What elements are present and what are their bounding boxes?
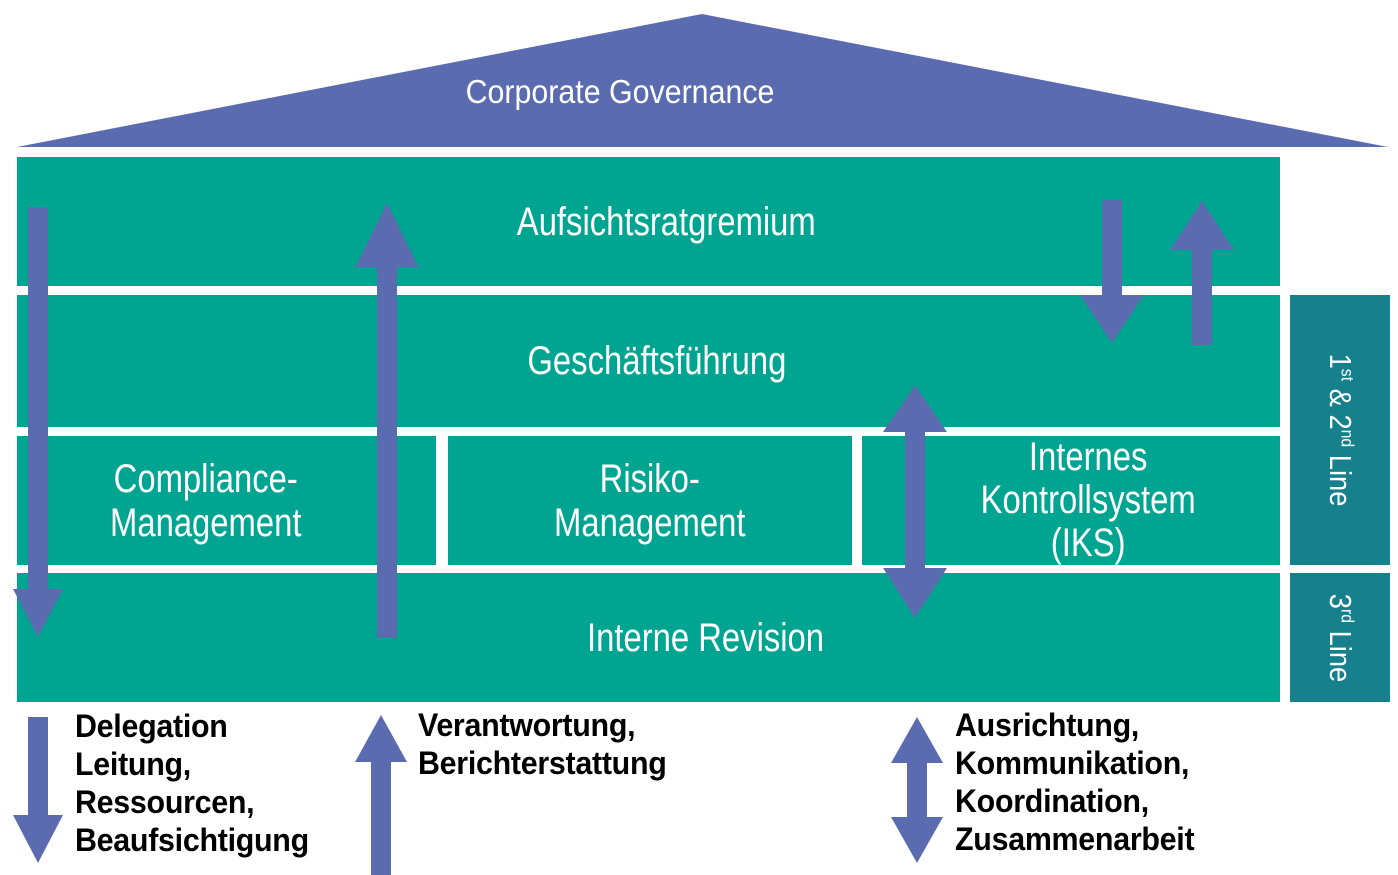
board-row: Aufsichtsratgremium — [17, 157, 1280, 286]
legend-coordination-text: Ausrichtung, Kommunikation, Koordination… — [955, 707, 1195, 857]
iks-label: Internes Kontrollsystem (IKS) — [980, 435, 1196, 565]
sidebar-line-3-label: 3rd Line — [1322, 593, 1358, 681]
legend-reporting-text: Verantwortung, Berichterstattung — [418, 707, 667, 781]
compliance-box: Compliance- Management — [17, 436, 436, 565]
risk-label: Risiko- Management — [554, 456, 746, 545]
compliance-label: Compliance- Management — [109, 456, 302, 545]
sidebar-line-3: 3rd Line — [1290, 573, 1390, 702]
audit-label: Interne Revision — [586, 615, 825, 660]
line3-rest: Line — [1323, 622, 1358, 682]
risk-box: Risiko- Management — [448, 436, 852, 565]
line12-sup2: nd — [1337, 429, 1358, 448]
line12-sup1: st — [1337, 368, 1358, 382]
sidebar-lines-1-2: 1st & 2nd Line — [1290, 295, 1390, 565]
line12-num1: 1 — [1323, 353, 1358, 369]
management-row: Geschäftsführung — [17, 295, 1280, 427]
audit-row: Interne Revision — [17, 573, 1280, 702]
iks-box: Internes Kontrollsystem (IKS) — [862, 436, 1280, 565]
line3-num: 3 — [1323, 593, 1358, 609]
roof-triangle — [17, 14, 1388, 147]
roof-title: Corporate Governance — [465, 73, 775, 110]
line12-rest: Line — [1323, 447, 1358, 507]
management-label: Geschäftsführung — [527, 339, 786, 383]
board-label: Aufsichtsratgremium — [517, 199, 816, 244]
line3-sup: rd — [1337, 608, 1358, 623]
sidebar-lines-1-2-label: 1st & 2nd Line — [1322, 354, 1358, 507]
legend-delegation-text: Delegation Leitung, Ressourcen, Beaufsic… — [75, 708, 309, 858]
line12-mid: & 2 — [1323, 381, 1358, 430]
